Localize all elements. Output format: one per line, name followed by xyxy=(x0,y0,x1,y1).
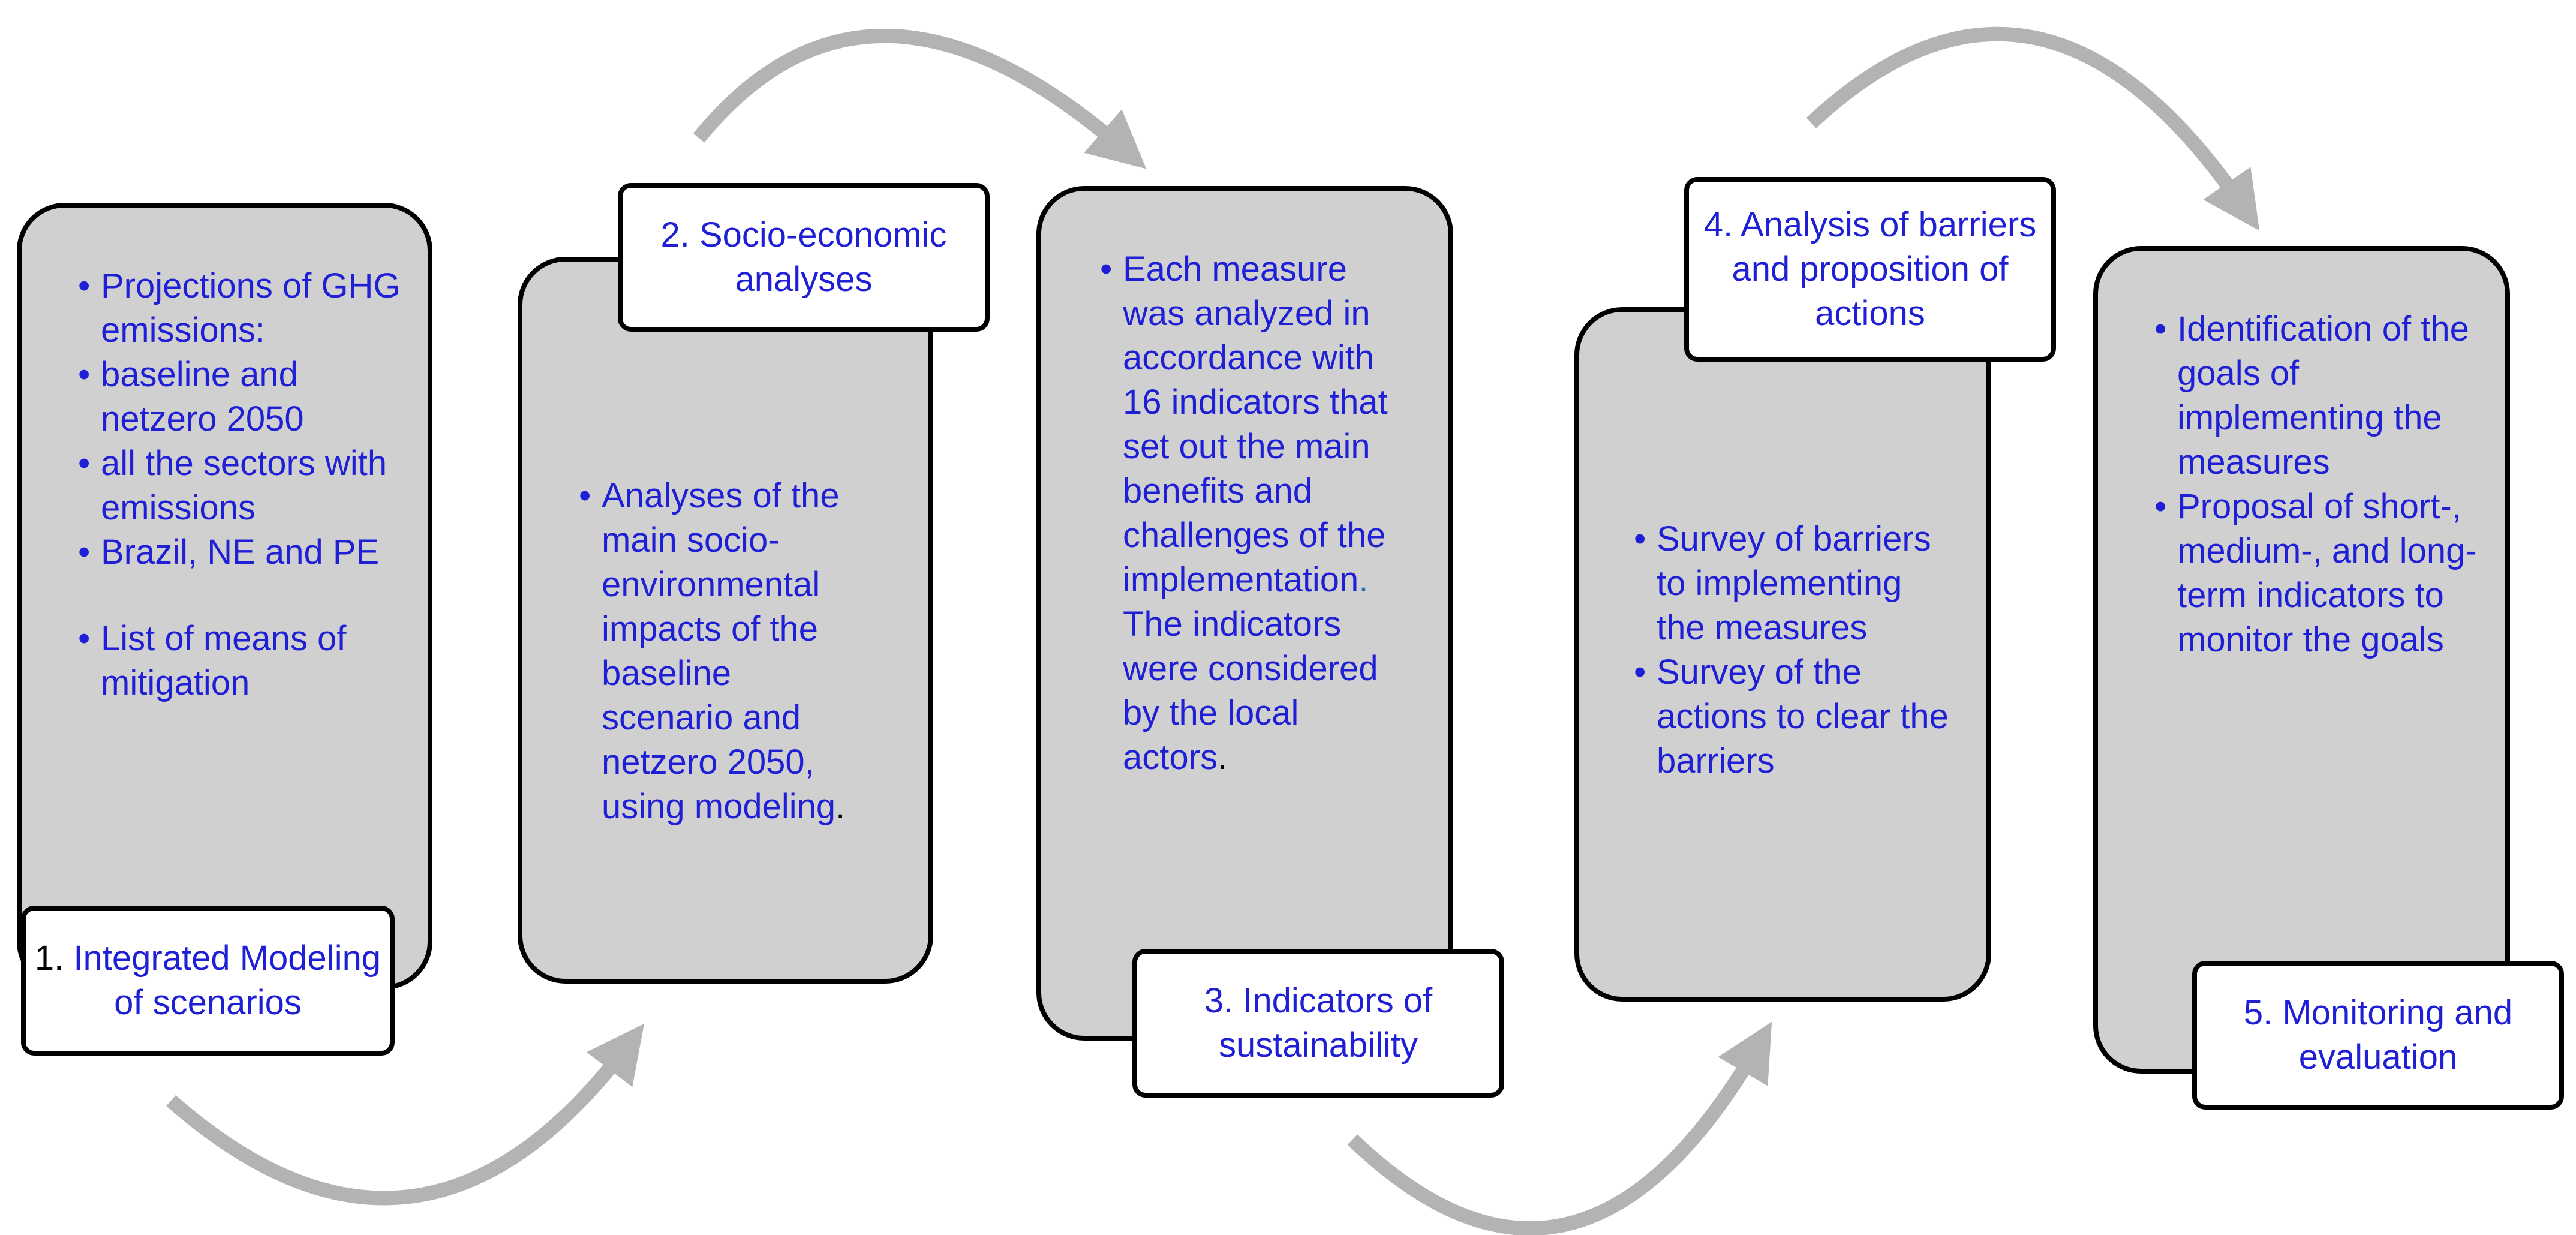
step-1-number: 1. xyxy=(34,939,64,978)
step-3-label: 3. Indicators of sustainability xyxy=(1132,949,1504,1098)
arrow-3-to-4 xyxy=(1347,1021,1772,1235)
step-5-bullet: Identification of the goals of implement… xyxy=(2153,307,2489,485)
step-2-bullets: Analyses of the main socio-environmental… xyxy=(578,474,859,829)
step-3-title: 3. Indicators of sustainability xyxy=(1204,981,1433,1065)
step-3-bullet-period: . xyxy=(1217,738,1228,777)
step-5-label: 5. Monitoring and evaluation xyxy=(2192,961,2564,1110)
step-1-bullet: Projections of GHG emissions: xyxy=(77,264,413,353)
step-4-bullets: Survey of barriers to implementing the m… xyxy=(1633,517,1956,783)
step-4-bullet: Survey of barriers to implementing the m… xyxy=(1633,517,1956,650)
step-3-bullet-text-2: The indicators were considered by the lo… xyxy=(1123,605,1378,777)
step-3-bullet-dot: . xyxy=(1358,560,1369,599)
step-1-bullet: List of means of mitigation xyxy=(77,617,413,705)
step-2-bullet: Analyses of the main socio-environmental… xyxy=(578,474,859,829)
step-4-label: 4. Analysis of barriers and proposition … xyxy=(1684,177,2056,362)
step-2-title: 2. Socio-economic analyses xyxy=(660,215,947,299)
step-3-bullets: Each measure was analyzed in accordance … xyxy=(1099,247,1405,780)
step-4-bullet: Survey of the actions to clear the barri… xyxy=(1633,650,1956,783)
step-1-bullets: Projections of GHG emissions: baseline a… xyxy=(77,264,413,705)
step-5-title: 5. Monitoring and evaluation xyxy=(2243,993,2513,1077)
step-3-bullet-text: Each measure was analyzed in accordance … xyxy=(1123,250,1388,599)
step-1-title: Integrated Modeling of scenarios xyxy=(73,939,381,1022)
arrow-4-to-5 xyxy=(1806,26,2260,231)
arrow-2-to-3 xyxy=(693,28,1147,169)
step-1-bullet: Brazil, NE and PE xyxy=(77,530,413,575)
step-1-label: 1. Integrated Modeling of scenarios xyxy=(21,906,395,1056)
step-5-bullet: Proposal of short-, medium-, and long-te… xyxy=(2153,485,2489,662)
arrow-1-to-2 xyxy=(166,1023,645,1206)
step-1-bullet: baseline and netzero 2050 xyxy=(77,353,413,441)
step-1-label-text: 1. Integrated Modeling of scenarios xyxy=(34,936,381,1025)
step-5-bullets: Identification of the goals of implement… xyxy=(2153,307,2489,662)
step-4-title: 4. Analysis of barriers and proposition … xyxy=(1703,205,2037,333)
step-2-bullet-text: Analyses of the main socio-environmental… xyxy=(602,476,840,826)
step-1-bullet: all the sectors with emissions xyxy=(77,441,413,530)
step-3-bullet: Each measure was analyzed in accordance … xyxy=(1099,247,1405,780)
step-2-label: 2. Socio-economic analyses xyxy=(618,183,990,332)
step-2-bullet-period: . xyxy=(835,787,846,826)
